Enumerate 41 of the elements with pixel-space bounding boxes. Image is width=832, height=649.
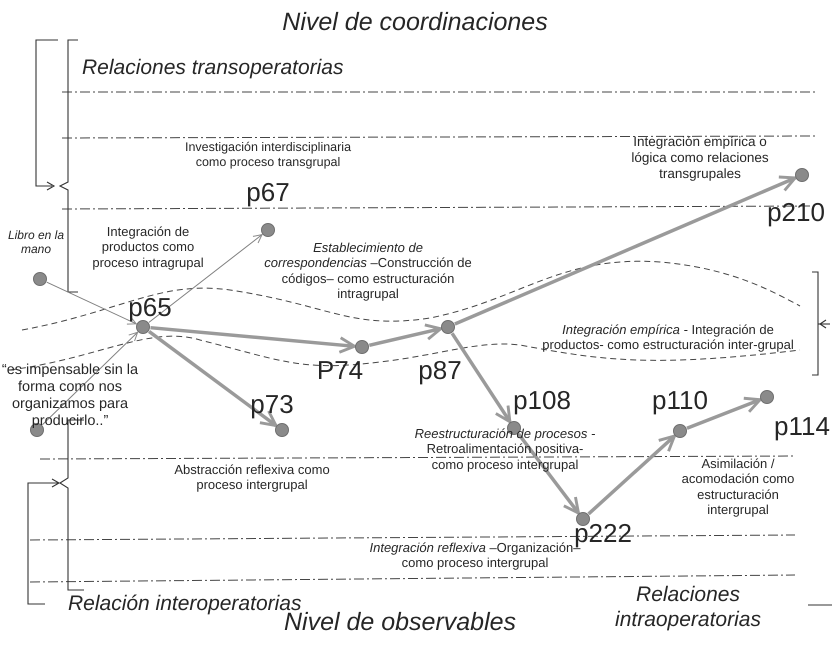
point-description: Asimilación / acomodación como estructuración intergrupal: [680, 456, 796, 518]
process-description: Reestructuración de procesos - Retroalimentación positiva- como proceso intergrupal: [414, 426, 596, 472]
diagram-title: Nivel de coordinaciones: [282, 8, 548, 38]
point-label: p108: [513, 385, 571, 416]
arrow: [686, 396, 762, 430]
point-description: Integración empírica o lógica como relaciones transgrupales: [630, 134, 770, 182]
arrow: [587, 434, 676, 516]
point-label: p65: [128, 292, 172, 323]
arrow: [450, 332, 512, 424]
point-label: p110: [652, 385, 708, 416]
process-description: Establecimiento de correspondencias –Construcción de códigos– como estructuración intragrupal: [263, 240, 473, 302]
level-label: Relaciones transoperatorias: [82, 56, 344, 81]
point-marker: [275, 423, 289, 437]
point-label: p67: [246, 177, 290, 208]
arrow: [148, 330, 278, 427]
point-label: p87: [418, 355, 462, 386]
arrow: [148, 234, 263, 323]
arrow: [454, 176, 797, 326]
point-marker: [673, 424, 687, 438]
point-label: p114: [774, 411, 830, 442]
point-label: P74: [316, 355, 364, 386]
point-label: p73: [250, 389, 294, 420]
arrow: [368, 323, 442, 347]
point-description: Libro en la mano: [6, 228, 66, 256]
point-marker: [355, 340, 369, 354]
point-marker: [760, 390, 774, 404]
point-marker: [33, 272, 47, 286]
arrow: [42, 332, 138, 426]
level-label: Relaciones intraoperatorias: [614, 583, 762, 633]
point-marker: [441, 320, 455, 334]
arrow: [46, 282, 137, 325]
point-marker: [136, 320, 150, 334]
arrow: [150, 326, 356, 354]
point-description: Investigación interdisciplinaria como proceso transgrupal: [184, 140, 352, 170]
arrow: [517, 432, 580, 514]
process-description: Integración empírica - Integración de productos- como estructuración inter-grupal: [541, 322, 795, 353]
point-label: p210: [767, 197, 825, 228]
point-description: Abstracción reflexiva como proceso intergrupal: [173, 462, 331, 493]
point-marker: [795, 168, 809, 182]
process-description: Integración de productos como proceso intragrupal: [91, 224, 205, 270]
point-marker: [261, 223, 275, 237]
